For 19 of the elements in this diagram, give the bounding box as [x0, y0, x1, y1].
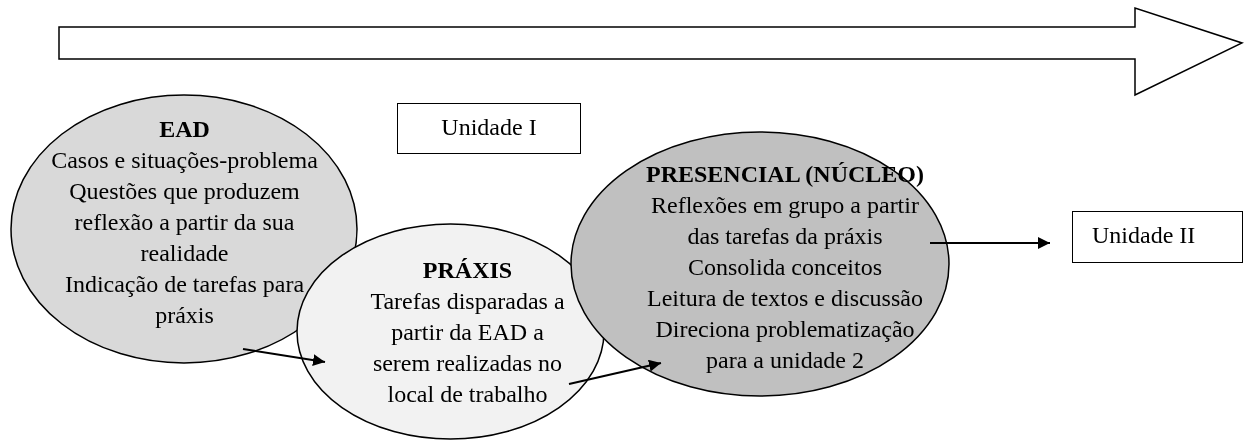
node-text: Indicação de tarefas para práxis	[63, 270, 306, 330]
node-text: Casos e situações-problema	[50, 146, 319, 175]
label-box	[397, 103, 581, 154]
arrow	[568, 359, 662, 385]
node-text: Unidade II	[1092, 221, 1197, 250]
node-text: Questões que produzem reflexão a partir da sua realidade	[68, 177, 301, 268]
ellipse-node	[570, 131, 950, 397]
node-text: Tarefas disparadas a partir da EAD a serem realizadas no local de trabalho	[369, 287, 566, 409]
node-text: Consolida conceitos	[687, 253, 883, 282]
node-text: Reflexões em grupo a partir das tarefas da práxis	[650, 191, 920, 251]
node-heading: EAD	[158, 115, 211, 144]
node-heading: PRÁXIS	[421, 256, 514, 285]
node-text: Leitura de textos e discussão	[646, 284, 924, 313]
arrow	[929, 237, 1051, 249]
node-text: Unidade I	[440, 113, 538, 142]
label-box	[1072, 211, 1243, 263]
ellipse-node	[10, 94, 358, 364]
node-text: Direciona problematização para a unidade 2	[654, 315, 916, 375]
arrow	[242, 348, 326, 367]
